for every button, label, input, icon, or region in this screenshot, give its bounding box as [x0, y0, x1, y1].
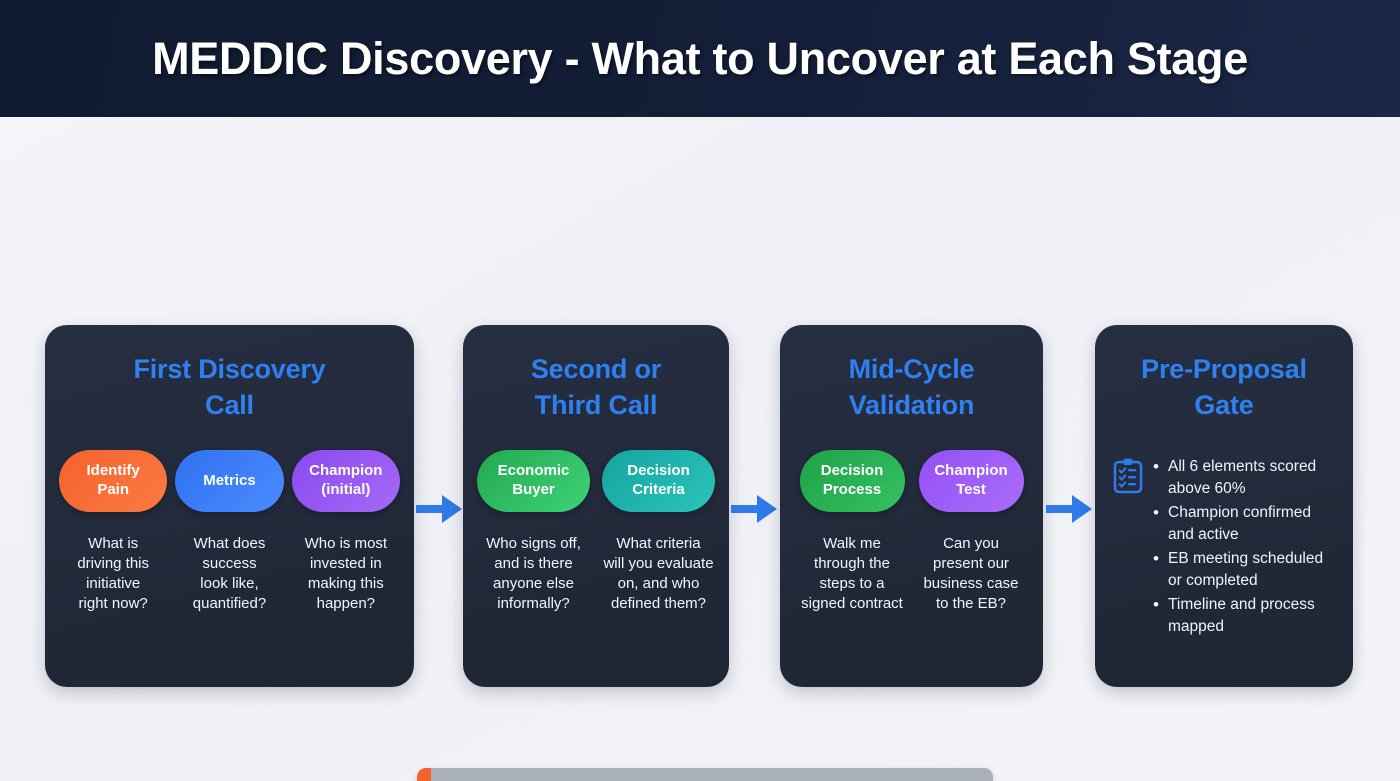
pro-tip-callout: Pro tip - Do not fire all questions in o…	[417, 768, 993, 781]
stage-flow: First Discovery Call Identify Pain What …	[0, 117, 1400, 781]
pill-description: What does success look like, quantified?	[192, 534, 267, 612]
stage-card-title: Pre-Proposal Gate	[1141, 354, 1307, 421]
clipboard-check-icon	[1113, 458, 1143, 499]
gate-checklist-wrap: All 6 elements scored above 60% Champion…	[1109, 455, 1339, 640]
pill-decision-criteria[interactable]: Decision Criteria	[602, 449, 715, 512]
list-item: Timeline and process mapped	[1153, 593, 1339, 638]
arrow-right-icon	[1046, 495, 1092, 523]
pill-economic-buyer[interactable]: Economic Buyer	[477, 449, 590, 512]
arrow-stage-3-to-4	[1046, 490, 1094, 528]
gate-checklist: All 6 elements scored above 60% Champion…	[1153, 455, 1339, 640]
arrow-right-icon	[416, 495, 462, 523]
pill-group-metrics: Metrics What does success look like, qua…	[175, 449, 284, 614]
arrow-right-icon	[731, 495, 777, 523]
pro-tip-accent-bar	[417, 768, 431, 781]
list-item: Champion confirmed and active	[1153, 501, 1339, 546]
pill-row: Economic Buyer Who signs off, and is the…	[477, 449, 715, 614]
arrow-stage-2-to-3	[731, 490, 779, 528]
pill-champion-test[interactable]: Champion Test	[918, 449, 1024, 512]
stage-card-title: Second or Third Call	[530, 354, 662, 421]
pill-description: What criteria will you evaluate on, and …	[603, 534, 714, 612]
pill-group-champion-test: Champion Test Can you present our busine…	[918, 449, 1024, 614]
stage-card-pre-proposal-gate[interactable]: Pre-Proposal Gate All 6 elements scored …	[1095, 325, 1353, 687]
page-title: MEDDIC Discovery - What to Uncover at Ea…	[152, 32, 1248, 84]
pill-description: Who signs off, and is there anyone else …	[486, 534, 581, 612]
pill-description: Can you present our business case to the…	[923, 534, 1019, 612]
pill-description: What is driving this initiative right no…	[77, 534, 150, 612]
pill-metrics[interactable]: Metrics	[175, 449, 284, 512]
arrow-stage-1-to-2	[416, 490, 464, 528]
pill-description: Walk me through the steps to a signed co…	[801, 534, 903, 612]
stage-card-title: Mid-Cycle Validation	[848, 354, 975, 421]
pill-group-decision-criteria: Decision Criteria What criteria will you…	[602, 449, 715, 614]
pill-group-identify-pain: Identify Pain What is driving this initi…	[59, 449, 168, 614]
pill-decision-process[interactable]: Decision Process	[799, 449, 905, 512]
page-header: MEDDIC Discovery - What to Uncover at Ea…	[0, 0, 1400, 117]
stage-card-title: First Discovery Call	[133, 354, 326, 421]
pill-champion-initial[interactable]: Champion (initial)	[291, 449, 400, 512]
pill-group-economic-buyer: Economic Buyer Who signs off, and is the…	[477, 449, 590, 614]
pill-description: Who is most invested in making this happ…	[304, 534, 388, 612]
pill-identify-pain[interactable]: Identify Pain	[59, 449, 168, 512]
pill-group-decision-process: Decision Process Walk me through the ste…	[799, 449, 905, 614]
stage-card-mid-cycle-validation[interactable]: Mid-Cycle Validation Decision Process Wa…	[780, 325, 1043, 687]
stage-card-second-or-third-call[interactable]: Second or Third Call Economic Buyer Who …	[463, 325, 729, 687]
stage-card-first-discovery-call[interactable]: First Discovery Call Identify Pain What …	[45, 325, 414, 687]
pill-row: Decision Process Walk me through the ste…	[794, 449, 1029, 614]
pill-row: Identify Pain What is driving this initi…	[59, 449, 400, 614]
list-item: EB meeting scheduled or completed	[1153, 547, 1339, 592]
list-item: All 6 elements scored above 60%	[1153, 455, 1339, 500]
pill-group-champion-initial: Champion (initial) Who is most invested …	[291, 449, 400, 614]
